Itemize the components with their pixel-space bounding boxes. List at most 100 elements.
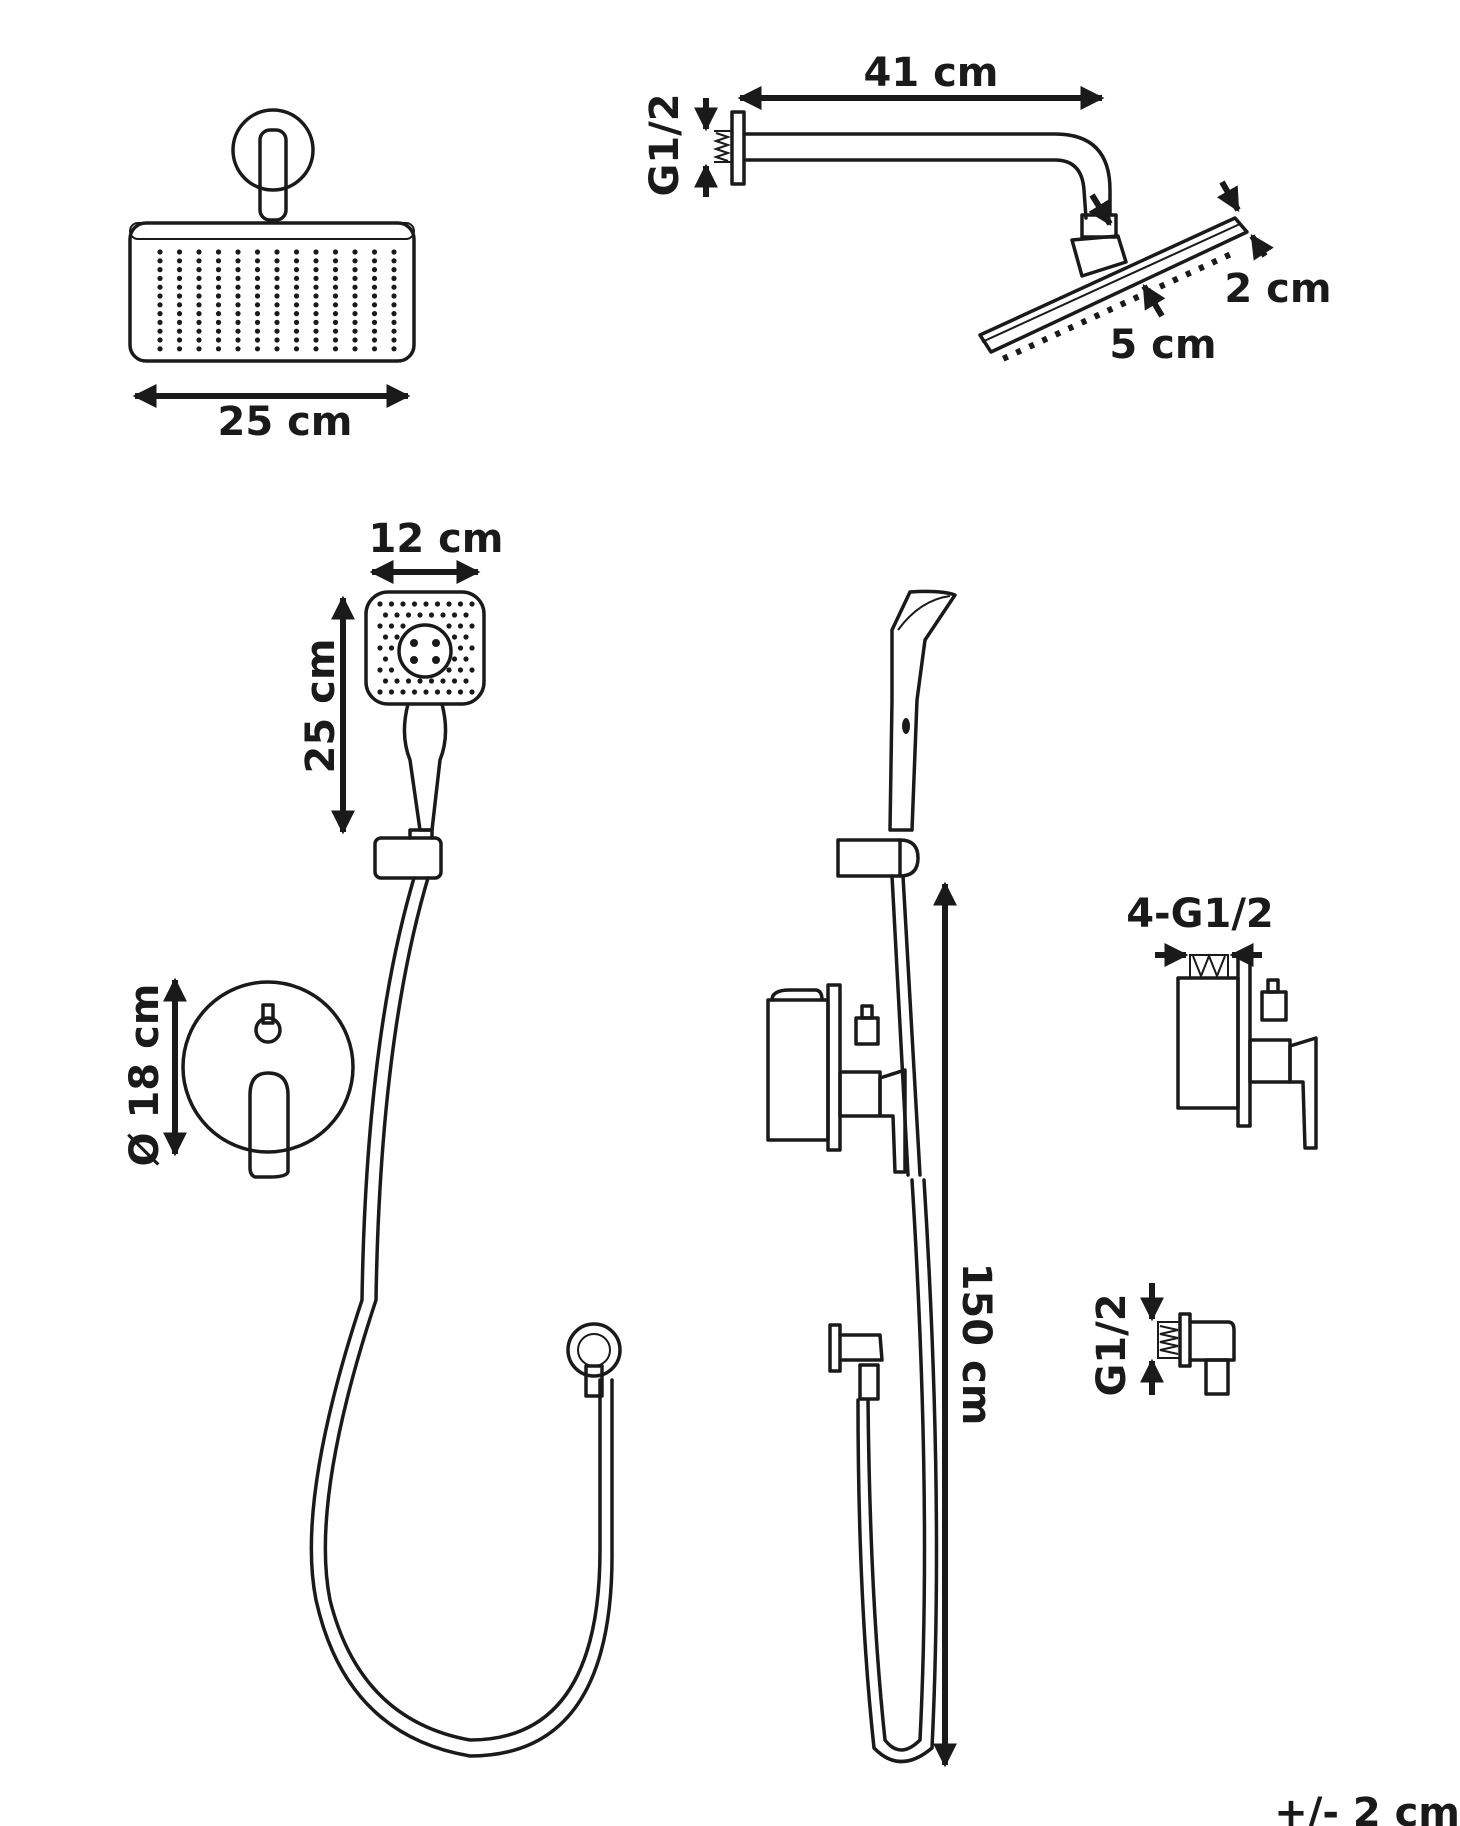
valve-thread-label: 4-G1/2	[1126, 891, 1274, 937]
arm-length-dimension: 41 cm	[737, 50, 1105, 110]
nozzle-dot	[434, 601, 441, 607]
nozzle-dot	[391, 293, 397, 299]
nozzle-dot	[352, 319, 358, 325]
side-nozzle	[1210, 257, 1219, 266]
nozzle-dot	[176, 267, 183, 273]
nozzle-dot	[196, 346, 202, 352]
nozzle-dot	[332, 319, 339, 325]
nozzle-dot	[157, 249, 163, 255]
side-nozzle	[1028, 341, 1036, 350]
nozzle-dot	[254, 337, 261, 343]
nozzle-dot	[388, 667, 395, 673]
nozzle-dot	[352, 258, 358, 264]
nozzle-dot	[332, 311, 339, 317]
nozzle-dot	[215, 346, 222, 352]
side-nozzle	[1067, 323, 1075, 332]
nozzle-dot	[377, 689, 383, 695]
nozzle-dot	[274, 249, 280, 255]
nozzle-dot	[235, 337, 241, 343]
mixer-plate-front-view	[181, 980, 355, 1179]
nozzle-dot	[293, 275, 300, 281]
nozzle-dot	[196, 337, 202, 343]
nozzle-dot	[176, 275, 183, 281]
nozzle-dot	[332, 267, 339, 273]
nozzle-dot	[371, 319, 378, 325]
nozzle-dot	[254, 328, 261, 334]
nozzle-dot	[451, 634, 458, 640]
nozzle-dot	[293, 319, 300, 325]
nozzle-dot	[405, 612, 412, 618]
nozzle-dot	[451, 656, 458, 662]
nozzle-dot	[451, 678, 458, 684]
side-nozzle	[1002, 353, 1010, 362]
nozzle-dot	[235, 258, 241, 264]
nozzle-dot	[157, 258, 163, 264]
nozzle-dot	[394, 678, 400, 684]
nozzle-dot	[254, 319, 261, 325]
overhead-width-label: 25 cm	[218, 399, 353, 445]
hand-length-dimension: 25 cm	[298, 595, 355, 835]
nozzle-dot	[451, 612, 458, 618]
elbow-thread-dimension: G1/2	[1089, 1283, 1164, 1397]
wall-elbow-detail	[1157, 1312, 1236, 1396]
nozzle-dot	[371, 302, 378, 308]
nozzle-dot	[382, 612, 389, 618]
nozzle-dot	[371, 328, 378, 334]
nozzle-dot	[157, 284, 163, 290]
nozzle-dot	[463, 612, 469, 618]
nozzle-dot	[440, 612, 446, 618]
nozzle-dot	[352, 249, 358, 255]
nozzle-dot	[332, 293, 339, 299]
nozzle-dot	[235, 346, 241, 352]
nozzle-dot	[352, 337, 358, 343]
side-nozzle	[1080, 317, 1088, 326]
nozzle-dot	[313, 319, 319, 325]
nozzle-dot	[457, 667, 464, 673]
nozzle-dot	[196, 293, 202, 299]
nozzle-dot	[332, 302, 339, 308]
nozzle-dot	[394, 634, 400, 640]
nozzle-dot	[293, 346, 300, 352]
nozzle-dot	[391, 249, 397, 255]
nozzle-dot	[371, 267, 378, 273]
nozzle-dot	[196, 302, 202, 308]
nozzle-dot	[463, 656, 469, 662]
nozzle-dot	[293, 328, 300, 334]
full-set-side-view	[766, 589, 957, 1764]
nozzle-dot	[382, 678, 389, 684]
plate-diameter-dimension: Ø 18 cm	[122, 977, 187, 1166]
nozzle-dot	[176, 284, 183, 290]
nozzle-dot	[176, 346, 183, 352]
nozzle-dot	[391, 319, 397, 325]
nozzle-dot	[274, 311, 280, 317]
hand-length-label: 25 cm	[298, 639, 344, 774]
nozzle-dot	[254, 258, 261, 264]
nozzle-dot	[215, 275, 222, 281]
nozzle-dot	[391, 346, 397, 352]
nozzle-dot	[440, 678, 446, 684]
nozzle-dot	[434, 689, 441, 695]
nozzle-dot	[274, 328, 280, 334]
nozzle-dot	[176, 293, 183, 299]
nozzle-dot	[313, 346, 319, 352]
nozzle-dot	[176, 249, 183, 255]
nozzle-dot	[377, 667, 383, 673]
nozzle-dot	[371, 346, 378, 352]
nozzle-dot	[446, 667, 452, 673]
nozzle-dot	[313, 275, 319, 281]
nozzle-dot	[235, 328, 241, 334]
nozzle-dot	[235, 293, 241, 299]
nozzle-dot	[215, 267, 222, 273]
hand-width-dimension: 12 cm	[369, 516, 503, 584]
nozzle-dot	[417, 678, 423, 684]
tolerance-note: +/- 2 cm	[1274, 1790, 1460, 1826]
nozzle-dot	[254, 284, 261, 290]
nozzle-dot	[196, 258, 202, 264]
nozzle-dot	[388, 689, 395, 695]
nozzle-dot	[457, 623, 464, 629]
neck-height-dimension: 5 cm	[1088, 193, 1217, 368]
nozzle-dot	[391, 328, 397, 334]
nozzle-dot	[371, 293, 378, 299]
nozzle-dot	[457, 645, 464, 651]
nozzle-dot	[377, 601, 383, 607]
